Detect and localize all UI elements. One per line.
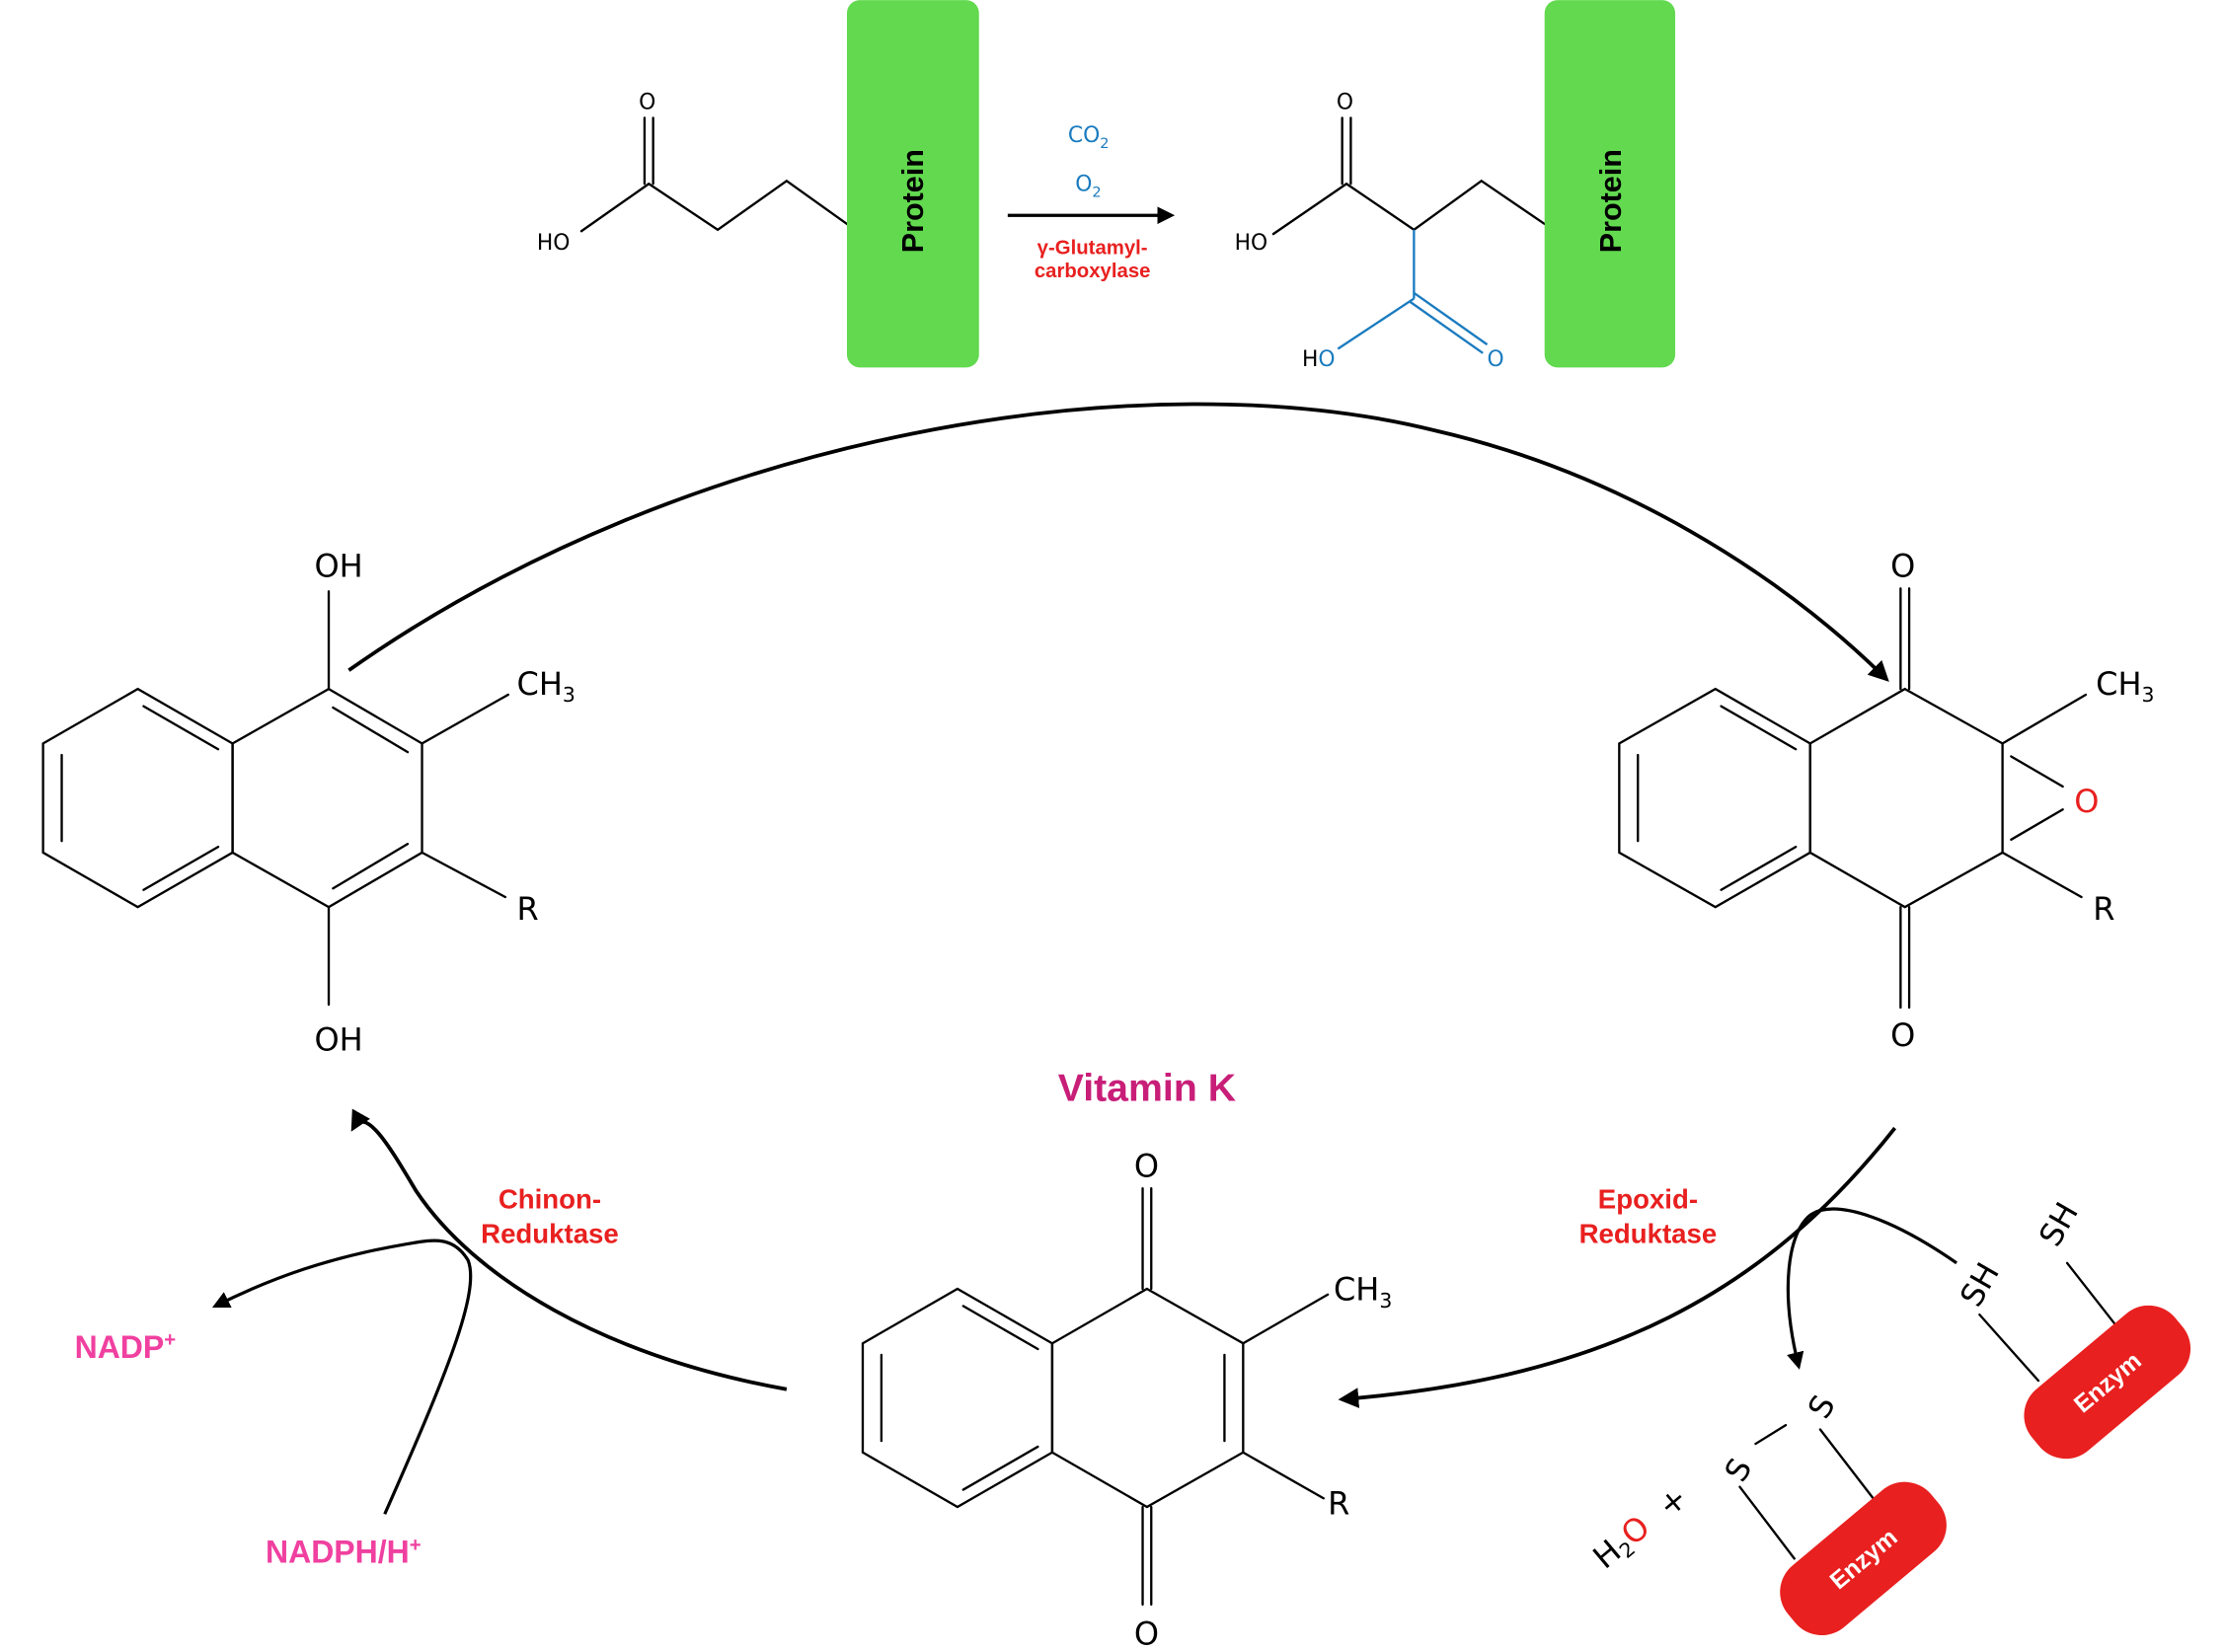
- carbonyl-oxygen: O: [639, 91, 655, 115]
- double-bond: [961, 1445, 1039, 1491]
- new-carboxyl-bond: [1337, 297, 1416, 350]
- enzyme-block: [1780, 1481, 1947, 1636]
- bond: [1978, 1313, 2040, 1383]
- side-chain-bonds: [1344, 179, 1546, 232]
- vitamin-k-hydroquinone: OH OH CH3 R: [41, 548, 575, 1059]
- bond: [2065, 1261, 2120, 1330]
- sulfur-atom: S: [1801, 1389, 1843, 1425]
- diagram-title: Vitamin K: [1058, 1066, 1236, 1109]
- r-group: R: [2093, 890, 2114, 928]
- ring-right: [231, 687, 423, 909]
- methyl-group: CH3: [2096, 665, 2154, 707]
- bond: [421, 851, 507, 899]
- top-carbonyl-oxygen: O: [1134, 1148, 1159, 1185]
- bond: [1271, 183, 1348, 236]
- disulfide-bond: [1754, 1423, 1788, 1446]
- epoxid-reductase-label-line2: Reduktase: [1579, 1218, 1718, 1248]
- nadp-plus-label: NADP+: [75, 1329, 177, 1365]
- hydroxyl-label: HO: [537, 231, 571, 256]
- top-carbonyl-oxygen: O: [1890, 548, 1915, 585]
- top-hydroxyl: OH: [314, 548, 362, 585]
- bond: [579, 183, 651, 233]
- double-bond: [142, 845, 220, 891]
- methyl-group: CH3: [1334, 1271, 1392, 1313]
- ring-left: [41, 687, 234, 909]
- chinon-reductase-step: Chinon- Reduktase NADP+ NADPH/H+: [75, 1108, 788, 1570]
- carboxylase-label-line1: γ-Glutamyl-: [1037, 238, 1148, 260]
- sulfur-atom: S: [1717, 1452, 1759, 1488]
- carboxylation-arrow-group: CO2 O2 γ-Glutamyl- carboxylase: [1007, 123, 1176, 282]
- double-bond: [961, 1305, 1039, 1351]
- double-bond: [1720, 845, 1798, 891]
- double-bond: [332, 706, 410, 754]
- thiol-group: SH: [2032, 1196, 2086, 1252]
- co2-label: CO2: [1068, 123, 1110, 152]
- water-product: H2O +: [1586, 1478, 1695, 1578]
- ring-left: [861, 1287, 1054, 1509]
- protein-box-substrate: Protein: [846, 0, 979, 368]
- epoxide-oxygen: O: [2074, 783, 2099, 820]
- carbonyl-oxygen: O: [1337, 91, 1353, 115]
- new-carboxyl-bond: [1413, 291, 1489, 346]
- gla-product: O HO HO O: [1235, 91, 1546, 372]
- carboxylase-label-line2: carboxylase: [1035, 261, 1151, 282]
- thiol-group: SH: [1953, 1256, 2007, 1313]
- r-group: R: [1328, 1484, 1349, 1522]
- epoxid-reductase-step: Epoxid- Reduktase SH SH Enzym S S Enzym …: [1338, 1126, 2191, 1636]
- oxidized-enzyme: S S Enzym: [1717, 1389, 1947, 1636]
- protein-box-product: Protein: [1544, 0, 1676, 368]
- o2-label: O2: [1075, 173, 1101, 201]
- protein-label: Protein: [896, 149, 930, 253]
- bond: [1242, 1293, 1330, 1345]
- r-group: R: [517, 890, 539, 928]
- bond: [1818, 1428, 1880, 1506]
- epoxid-reductase-label-line1: Epoxid-: [1598, 1184, 1698, 1215]
- new-carbonyl-oxygen: O: [1488, 347, 1504, 372]
- double-bond: [142, 705, 220, 751]
- reduced-enzyme: SH SH Enzym: [1953, 1196, 2191, 1460]
- bottom-carbonyl-oxygen: O: [1890, 1016, 1915, 1054]
- nadph-label: NADPH/H+: [266, 1535, 422, 1570]
- protein-block: [1544, 0, 1676, 368]
- bond: [2001, 693, 2088, 745]
- plus-sign: +: [1650, 1478, 1695, 1524]
- new-carboxyl-bond: [1409, 300, 1484, 354]
- ring-right: [1808, 687, 2004, 909]
- epoxide-bond: [2010, 808, 2064, 841]
- bond: [2001, 851, 2083, 899]
- enzyme-block: [2024, 1305, 2191, 1460]
- quinone-to-hydroquinone-arrow: [350, 1108, 788, 1391]
- chinon-reductase-label-line1: Chinon-: [499, 1184, 601, 1215]
- new-hydroxyl-label: HO: [1302, 347, 1336, 372]
- nadph-oxidation-arrow: [211, 1239, 473, 1515]
- epoxide-to-quinone-arrow: [1338, 1126, 1897, 1408]
- glutamate-substrate: O HO: [537, 91, 849, 256]
- bond: [1242, 1451, 1325, 1500]
- bond: [421, 693, 509, 745]
- hydroxyl-label: HO: [1235, 231, 1268, 256]
- double-bond: [332, 843, 410, 890]
- methyl-group: CH3: [517, 665, 575, 707]
- bottom-carbonyl-oxygen: O: [1134, 1615, 1159, 1652]
- vitamin-k-epoxide: O O O CH3 R: [1618, 548, 2154, 1054]
- epoxide-bond: [2010, 755, 2064, 788]
- water-molecule: H2O: [1586, 1508, 1659, 1578]
- protein-label: Protein: [1594, 149, 1628, 253]
- bottom-hydroxyl: OH: [314, 1021, 362, 1059]
- side-chain-bonds: [648, 179, 849, 232]
- bond: [1738, 1485, 1796, 1560]
- vitamin-k-quinone: O O CH3 R: [861, 1148, 1392, 1652]
- ring-right: [1050, 1287, 1245, 1509]
- thiol-oxidation-arrow: [1786, 1207, 1957, 1370]
- double-bond: [1720, 705, 1798, 751]
- ring-left: [1618, 687, 1811, 909]
- chinon-reductase-label-line2: Reduktase: [481, 1218, 619, 1248]
- carboxylation-coupling-arrow: [347, 402, 1889, 682]
- protein-block: [846, 0, 979, 368]
